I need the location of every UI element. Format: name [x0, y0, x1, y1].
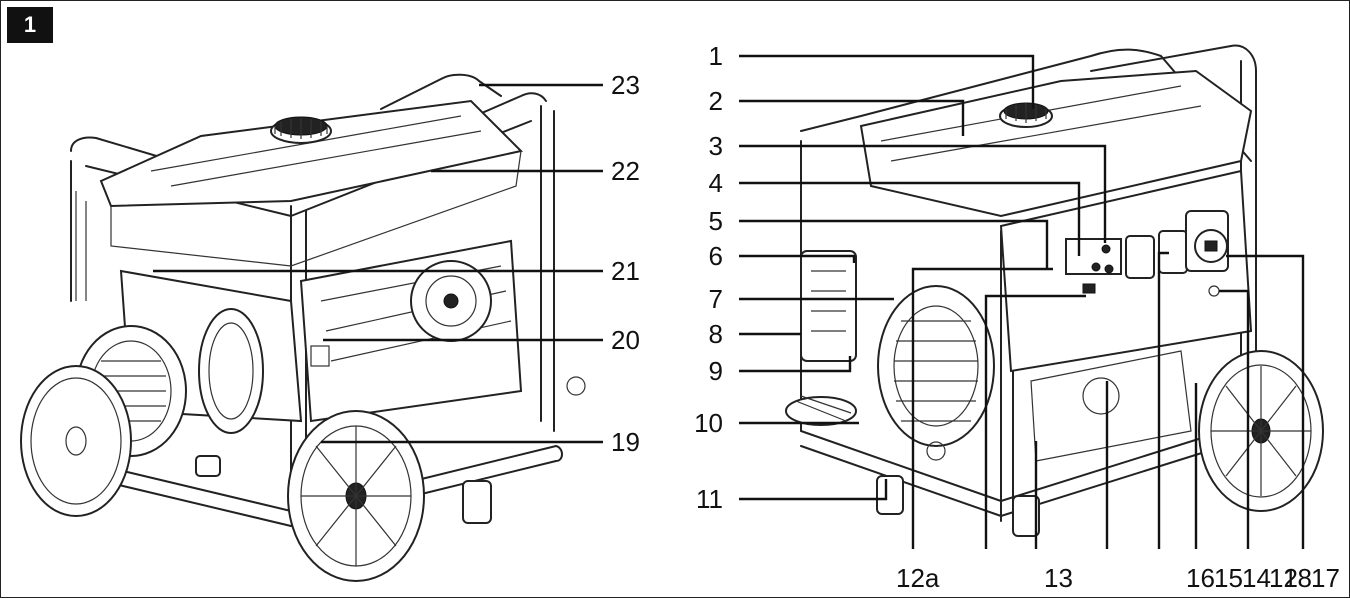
- callout-23: 23: [611, 70, 640, 100]
- callout-21: 21: [611, 256, 640, 286]
- callout-14: 14: [1242, 563, 1271, 593]
- callout-3: 3: [709, 131, 723, 161]
- callout-19: 19: [611, 427, 640, 457]
- callout-17: 17: [1311, 563, 1340, 593]
- right-view-left-leaders: [739, 54, 1107, 501]
- callout-12a: 12a: [896, 563, 940, 593]
- callout-18: 18: [1283, 563, 1312, 593]
- left-generator-drawing: [20, 73, 586, 582]
- left-view-callouts: 23 22 21 20 19: [611, 70, 640, 457]
- callout-22: 22: [611, 156, 640, 186]
- callout-5: 5: [709, 206, 723, 236]
- callout-6: 6: [709, 241, 723, 271]
- callout-9: 9: [709, 356, 723, 386]
- callout-11: 11: [696, 484, 723, 514]
- right-view-bottom-leaders: [911, 251, 1305, 549]
- callout-13: 13: [1044, 563, 1073, 593]
- left-view-leaders: [153, 83, 603, 444]
- callout-16: 16: [1186, 563, 1215, 593]
- callout-7: 7: [709, 284, 723, 314]
- callout-10: 10: [694, 408, 723, 438]
- callout-8: 8: [709, 319, 723, 349]
- right-view-left-callouts: 1 2 3 4 5 6 7 8 9 10 11: [694, 41, 723, 514]
- right-view-bottom-callouts: 12a 13 16 15 14 12 18 17: [896, 563, 1340, 593]
- figure-number-badge: 1: [7, 7, 53, 43]
- callout-15: 15: [1214, 563, 1243, 593]
- callout-1: 1: [709, 41, 723, 71]
- callout-20: 20: [611, 325, 640, 355]
- callout-2: 2: [709, 86, 723, 116]
- callout-4: 4: [709, 168, 723, 198]
- right-generator-drawing: [785, 44, 1324, 537]
- callout-12: 12: [1269, 563, 1298, 593]
